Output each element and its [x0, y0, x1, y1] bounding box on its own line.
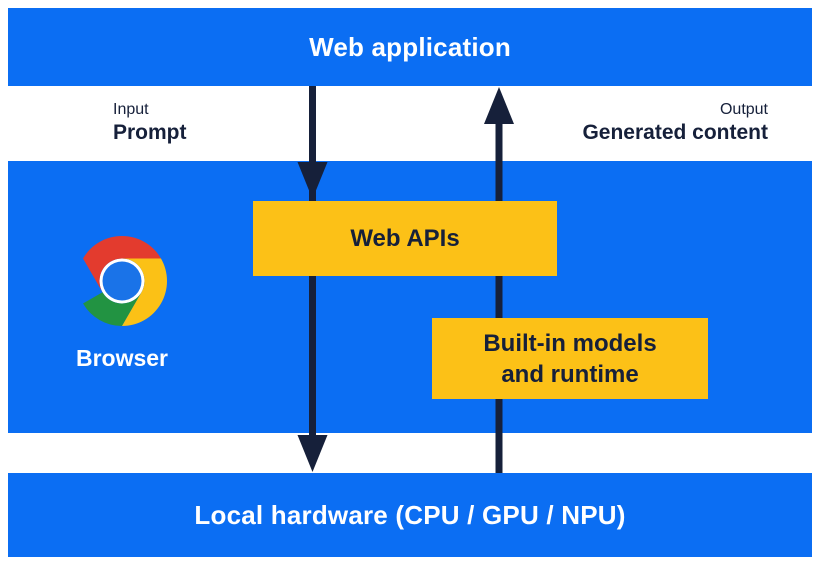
output-caption: Output — [719, 101, 768, 118]
output-flow-labels: Output Generated content — [582, 99, 768, 146]
input-prompt-label: Prompt — [113, 121, 187, 144]
web-apis-box: Web APIs — [253, 201, 557, 276]
arrowhead-up-icon — [484, 87, 514, 124]
input-flow-arrow-down — [297, 86, 328, 472]
output-flow-arrow-up — [484, 87, 514, 473]
local-hardware-layer: Local hardware (CPU / GPU / NPU) — [8, 473, 812, 557]
web-apis-label: Web APIs — [350, 225, 460, 252]
local-hardware-label: Local hardware (CPU / GPU / NPU) — [194, 499, 626, 530]
input-flow-labels: Input Prompt — [113, 99, 187, 146]
builtin-models-label-line1: Built-in models — [483, 329, 657, 357]
input-caption: Input — [113, 101, 149, 118]
web-application-label: Web application — [309, 31, 511, 62]
browser-label: Browser — [75, 345, 169, 371]
chrome-browser-icon — [83, 236, 167, 326]
arrowhead-down-icon — [297, 435, 328, 472]
builtin-models-box: Built-in models and runtime — [432, 318, 708, 399]
builtin-models-label: Built-in models and runtime — [483, 328, 656, 390]
web-application-layer: Web application — [8, 8, 812, 86]
builtin-models-label-line2: and runtime — [501, 360, 639, 388]
arrowhead-down-icon — [297, 162, 328, 199]
output-generated-content-label: Generated content — [582, 121, 768, 144]
